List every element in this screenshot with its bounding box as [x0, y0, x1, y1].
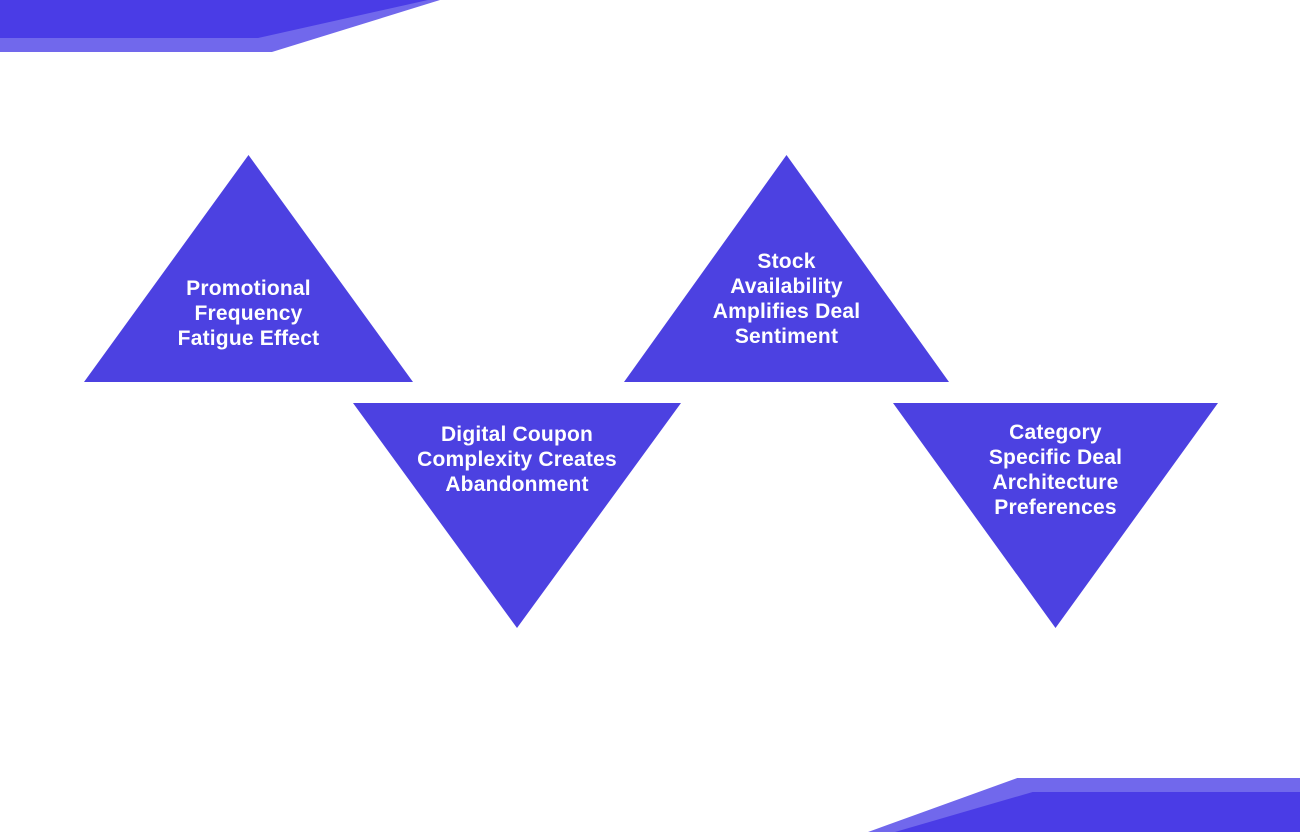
triangle-digital-coupon-abandonment: Digital Coupon Complexity Creates Abando… [353, 403, 681, 628]
triangle-label: Promotional Frequency Fatigue Effect [177, 277, 320, 350]
triangle-stock-availability-sentiment: Stock Availability Amplifies Deal Sentim… [624, 155, 949, 382]
triangle-label: Stock Availability Amplifies Deal Sentim… [712, 250, 861, 348]
triangle-category-deal-preferences: Category Specific Deal Architecture Pref… [893, 403, 1218, 628]
triangle-label: Digital Coupon Complexity Creates Abando… [417, 423, 617, 496]
triangle-label: Category Specific Deal Architecture Pref… [988, 421, 1123, 519]
triangle-promotional-frequency-fatigue: Promotional Frequency Fatigue Effect [84, 155, 413, 382]
